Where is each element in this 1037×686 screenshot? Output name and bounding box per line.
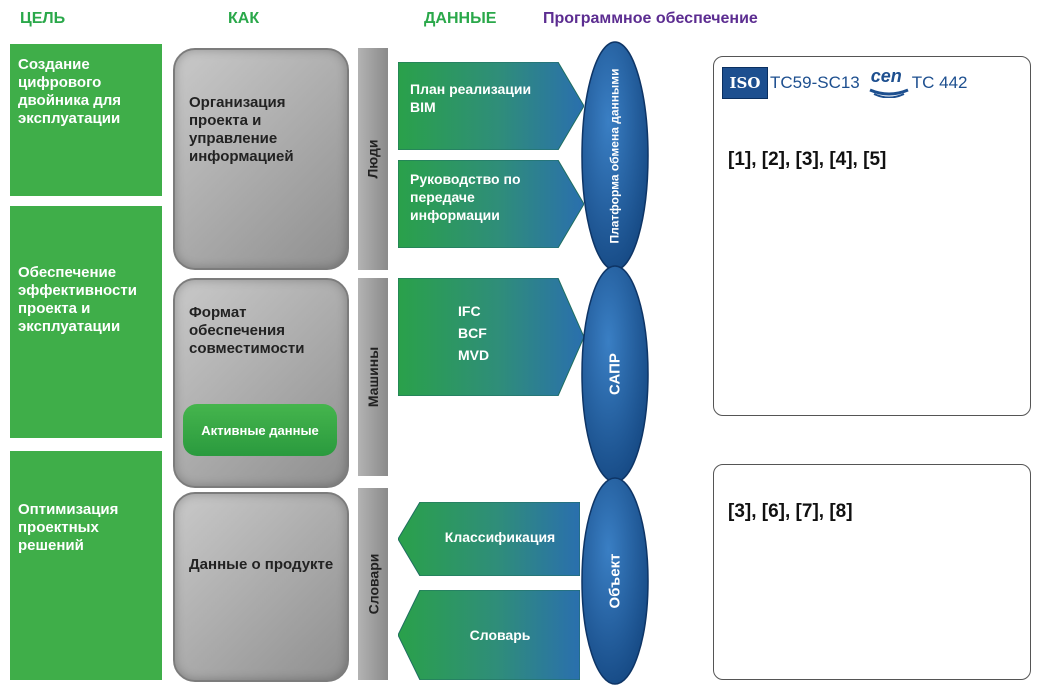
ellipse-object-shape [581,477,649,685]
vbar-dictionaries-label: Словари [365,553,381,615]
header-how: КАК [228,10,260,27]
arrow-dictionary: Словарь [398,590,580,680]
arrow-bim-plan-shape [398,62,584,150]
goal-efficiency: Обеспечение эффективности проекта и эксп… [10,206,162,438]
how-product-box: Данные о продукте [173,492,349,682]
arrow-formats-text: IFC BCF MVD [458,303,490,363]
how-format-text: Формат обеспечения совместимости [189,304,305,357]
arrow-formats: IFC BCF MVD [398,278,584,396]
how-format-box: Формат обеспечения совместимости Активны… [173,278,349,488]
vbar-machines-label: Машины [365,346,381,408]
iso-logo: ISO [722,67,768,99]
vbar-people-label: Люди [365,139,381,179]
vbar-machines: Машины [358,278,388,476]
arrow-dictionary-text: Словарь [469,627,531,643]
arrow-classification: Классификация [398,502,580,576]
how-product-text: Данные о продукте [189,556,334,573]
arrow-classification-shape [398,502,580,576]
arrow-formats-shape [398,278,584,396]
ellipse-cad: САПР [580,264,650,484]
cen-tc-label: TC 442 [911,73,968,92]
arrow-guide-text: Руководство по передаче информации [410,171,521,223]
how-org-text: Организация проекта и управление информа… [189,94,294,165]
goal-digital-twin: Создание цифрового двойника для эксплуат… [10,44,162,196]
cen-logo-text: cen [870,66,902,86]
header-software: Программное обеспечение [543,10,758,27]
ellipse-exchange-text: Платформа обмена данными [607,68,622,244]
arrow-dictionary-shape [398,590,580,680]
standards-panel-top: ISO TC59-SC13 cen TC 442 [1], [2], [3], … [713,56,1031,416]
header-data: ДАННЫЕ [424,10,497,27]
vbar-dictionaries: Словари [358,488,388,680]
arrow-bim-plan-text: План реализации BIM [410,81,532,115]
ellipse-object: Объект [580,476,650,686]
logo-row: ISO TC59-SC13 cen TC 442 [722,66,968,99]
arrow-classification-text: Классификация [444,529,556,545]
vbar-people: Люди [358,48,388,270]
cen-logo-shape [869,88,909,99]
header-goal: ЦЕЛЬ [20,10,66,27]
ellipse-cad-text: САПР [606,353,624,395]
arrow-guide: Руководство по передаче информации [398,160,584,248]
arrow-bim-plan: План реализации BIM [398,62,584,150]
active-data-badge: Активные данные [183,404,337,456]
refs-bottom: [3], [6], [7], [8] [728,501,853,522]
how-org-box: Организация проекта и управление информа… [173,48,349,270]
ellipse-object-text: Объект [606,553,624,609]
cen-logo: cen [868,66,910,99]
goal-optimization: Оптимизация проектных решений [10,451,162,680]
ellipse-exchange-platform: Платформа обмена данными [580,40,650,272]
arrow-guide-shape [398,160,584,248]
standards-panel-bottom: [3], [6], [7], [8] [713,464,1031,680]
iso-tc-label: TC59-SC13 [770,73,860,92]
refs-top: [1], [2], [3], [4], [5] [728,149,887,170]
